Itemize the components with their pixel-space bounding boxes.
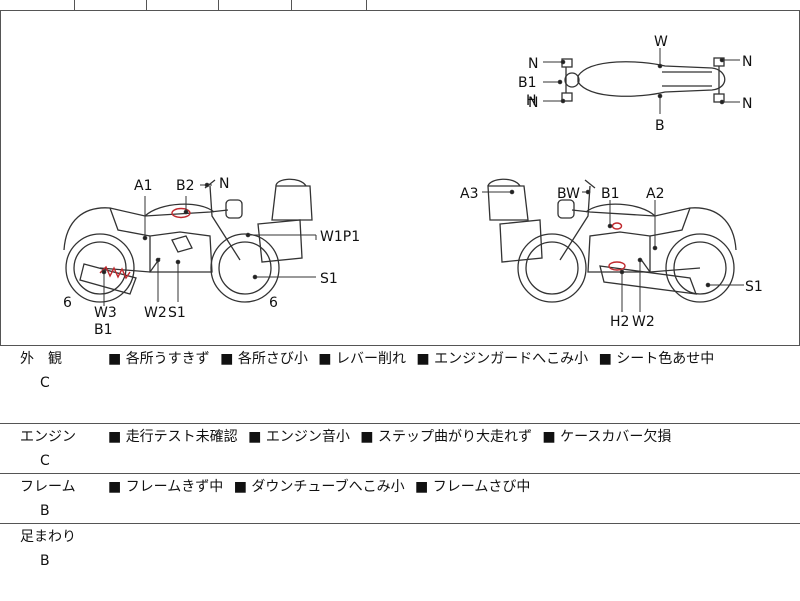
right-label-w2: W2 [632,314,655,330]
note-item: レバー削れ [318,351,406,367]
right-label-b1: B1 [601,186,620,202]
section-category: 足まわり [20,529,76,545]
section-notes: フレームきず中 ダウンチューブへこみ小 フレームさび中 [108,478,536,496]
section-frame: フレーム B フレームきず中 ダウンチューブへこみ小 フレームさび中 [0,473,800,524]
left-label-b1: B1 [94,322,113,338]
left-view-motorcycle [63,178,313,303]
note-item: エンジンガードへこみ小 [416,351,588,367]
note-item: ケースカバー欠損 [542,429,671,445]
left-label-w1p1: W1P1 [320,229,360,245]
left-label-w3: W3 [94,305,117,321]
top-label-n4: N [742,96,752,112]
right-label-s1: S1 [745,279,763,295]
note-item: 各所うすきず [108,351,210,367]
header-cell-divider [146,0,147,10]
section-notes: 各所うすきず 各所さび小 レバー削れ エンジンガードへこみ小 シート色あせ中 [108,350,720,368]
left-label-w2: W2 [144,305,167,321]
section-grade: B [40,503,50,519]
note-item: 各所さび小 [220,351,308,367]
header-cell-divider [291,0,292,10]
top-label-h-holder: H [526,93,537,109]
left-label-6-rear: 6 [269,295,278,311]
section-exterior: 外 観 C 各所うすきず 各所さび小 レバー削れ エンジンガードへこみ小 シート… [0,345,800,424]
note-item: フレームさび中 [415,479,530,495]
right-label-h2: H2 [610,314,629,330]
note-item: シート色あせ中 [599,351,715,367]
left-label-s1-right: S1 [320,271,338,287]
header-cell-divider [366,0,367,10]
left-view-leaders [101,182,317,306]
note-item: ステップ曲がり大走れず [360,429,532,445]
section-category: エンジン [20,429,76,445]
left-view-damage-marks [99,207,191,280]
top-label-h-text: H [526,93,537,109]
section-category: 外 観 [20,351,62,367]
motorcycle-damage-diagram: N N N N B1 H W B A1 B2 N W1P1 [63,34,763,338]
left-label-a1: A1 [134,178,152,194]
right-label-bw: BW [557,186,580,202]
left-label-s1-bottom: S1 [168,305,186,321]
section-engine: エンジン C 走行テスト未確認 エンジン音小 ステップ曲がり大走れず ケースカバ… [0,423,800,474]
top-view-motorcycle [561,57,726,103]
right-view-leaders [482,189,744,312]
section-suspension: 足まわり B [0,523,800,601]
section-grade: C [40,375,50,391]
top-label-b1: B1 [518,75,537,91]
note-item: フレームきず中 [108,479,223,495]
section-notes: 走行テスト未確認 エンジン音小 ステップ曲がり大走れず ケースカバー欠損 [108,428,677,446]
top-label-b: B [655,118,665,134]
top-label-w: W [654,34,668,50]
top-label-n3: N [528,95,538,111]
right-view-damage-marks [608,222,626,271]
top-view-leaders [543,48,740,114]
top-label-n1: N [528,56,538,72]
note-item: エンジン音小 [248,429,350,445]
top-label-n2: N [742,54,752,70]
left-label-b2: B2 [176,178,195,194]
header-cell-divider [74,0,75,10]
left-label-6-front: 6 [63,295,72,311]
section-grade: B [40,553,50,569]
section-category: フレーム [20,479,76,495]
section-grade: C [40,453,50,469]
note-item: ダウンチューブへこみ小 [234,479,405,495]
header-cell-divider [218,0,219,10]
right-label-a3: A3 [460,186,478,202]
header-table-strip [0,0,800,11]
note-item: 走行テスト未確認 [108,429,238,445]
right-view-motorcycle [487,178,737,303]
right-label-a2: A2 [646,186,664,202]
left-label-n: N [219,176,229,192]
